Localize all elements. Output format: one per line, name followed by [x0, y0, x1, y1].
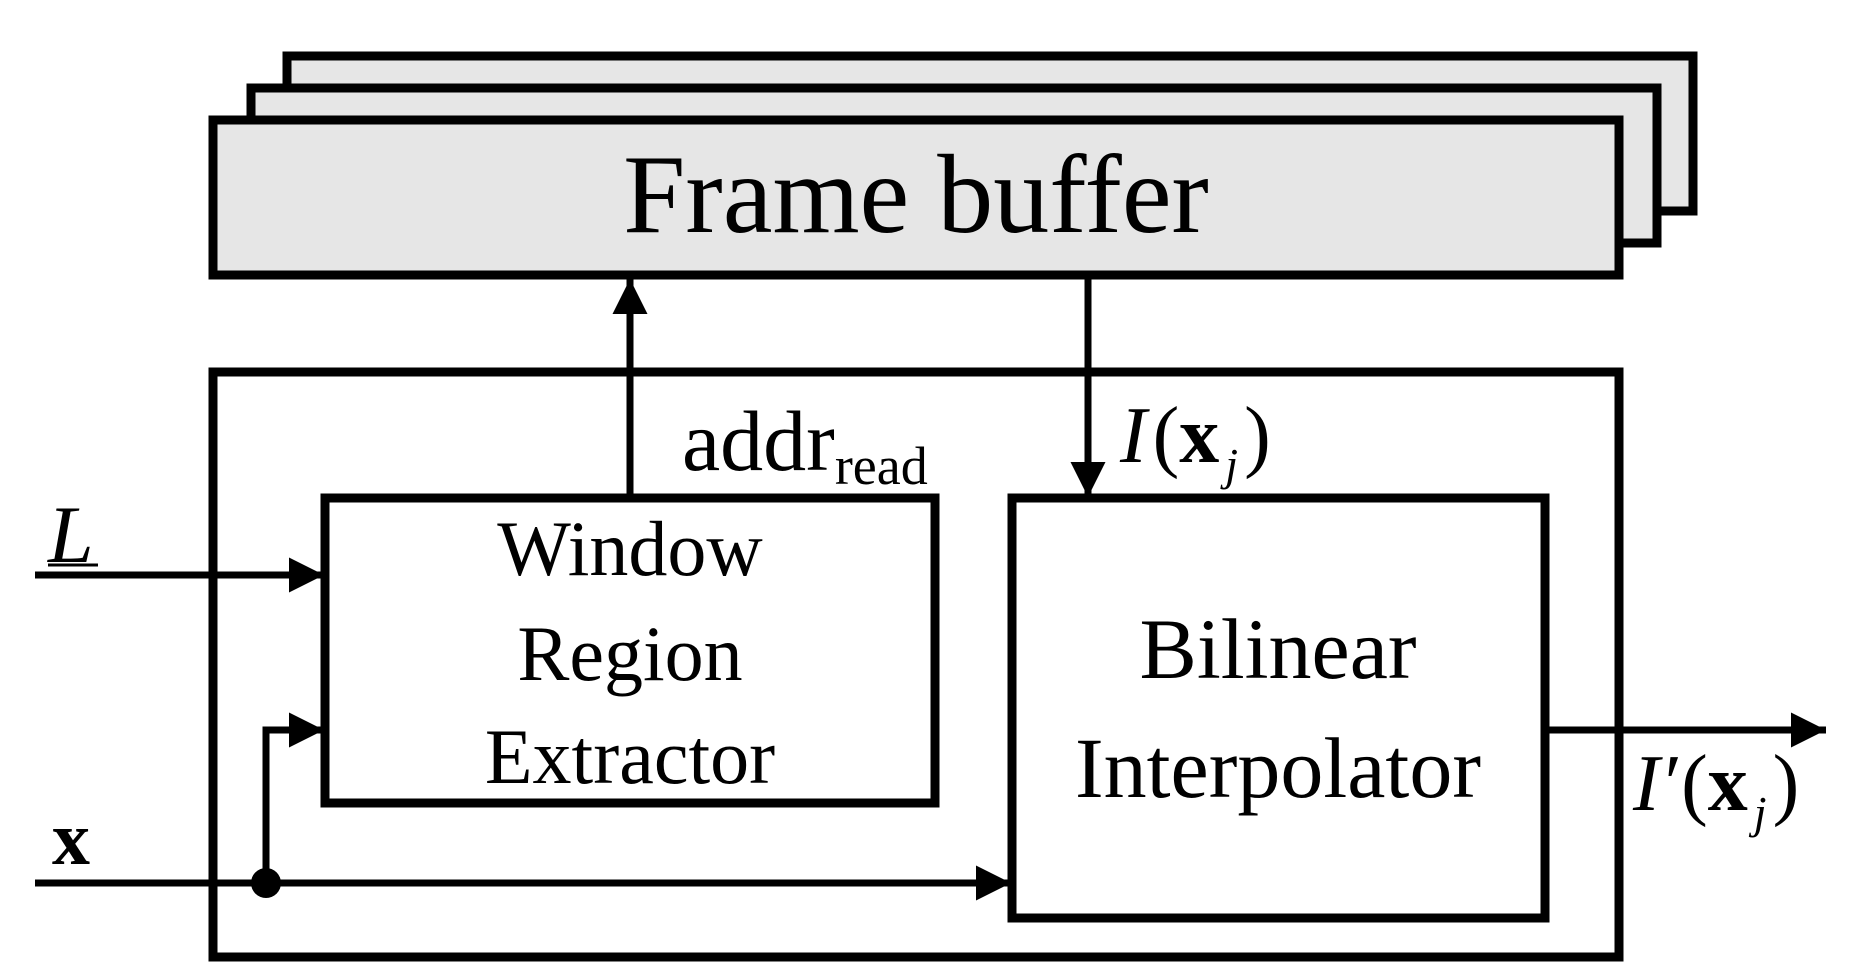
window-region-extractor-box [320, 493, 940, 808]
window-region-extractor-label-line2: Region [517, 610, 742, 697]
coordinate-label: x [52, 797, 90, 881]
pixel-output-italic: I′ [1632, 740, 1679, 828]
pixel-output-bold: x [1708, 740, 1748, 828]
window-region-extractor-label-line1: Window [497, 505, 763, 592]
frame-buffer-stack: Frame buffer [208, 51, 1698, 280]
frame-buffer-label: Frame buffer [623, 133, 1209, 257]
pixel-input-italic: I [1119, 392, 1150, 480]
window-region-extractor-block: Window Region Extractor [320, 493, 940, 808]
bilinear-interpolator-label-line2: Interpolator [1075, 720, 1481, 816]
bilinear-interpolator-block: Bilinear Interpolator [1007, 493, 1550, 923]
coordinate-branch-arrow [262, 712, 324, 883]
addr-read-label-main: addr [682, 393, 835, 489]
pixel-output-close-paren: ) [1773, 740, 1800, 828]
frame-buffer-front-layer [208, 115, 1624, 280]
pixel-input-open-paren: ( [1153, 392, 1180, 480]
pixel-output-subscript: j [1749, 787, 1767, 838]
addr-read-label: addrread [682, 393, 928, 496]
pixel-input-close-paren: ) [1244, 392, 1271, 480]
pixel-input-subscript: j [1220, 439, 1238, 490]
bilinear-interpolator-box [1007, 493, 1550, 923]
coordinate-junction-dot [251, 868, 281, 898]
pixel-output-open-paren: ( [1681, 740, 1708, 828]
window-region-extractor-label-line3: Extractor [485, 713, 775, 800]
pixel-input-bold: x [1179, 392, 1219, 480]
addr-read-label-subscript: read [835, 436, 928, 496]
bilinear-interpolator-label-line1: Bilinear [1139, 601, 1416, 697]
